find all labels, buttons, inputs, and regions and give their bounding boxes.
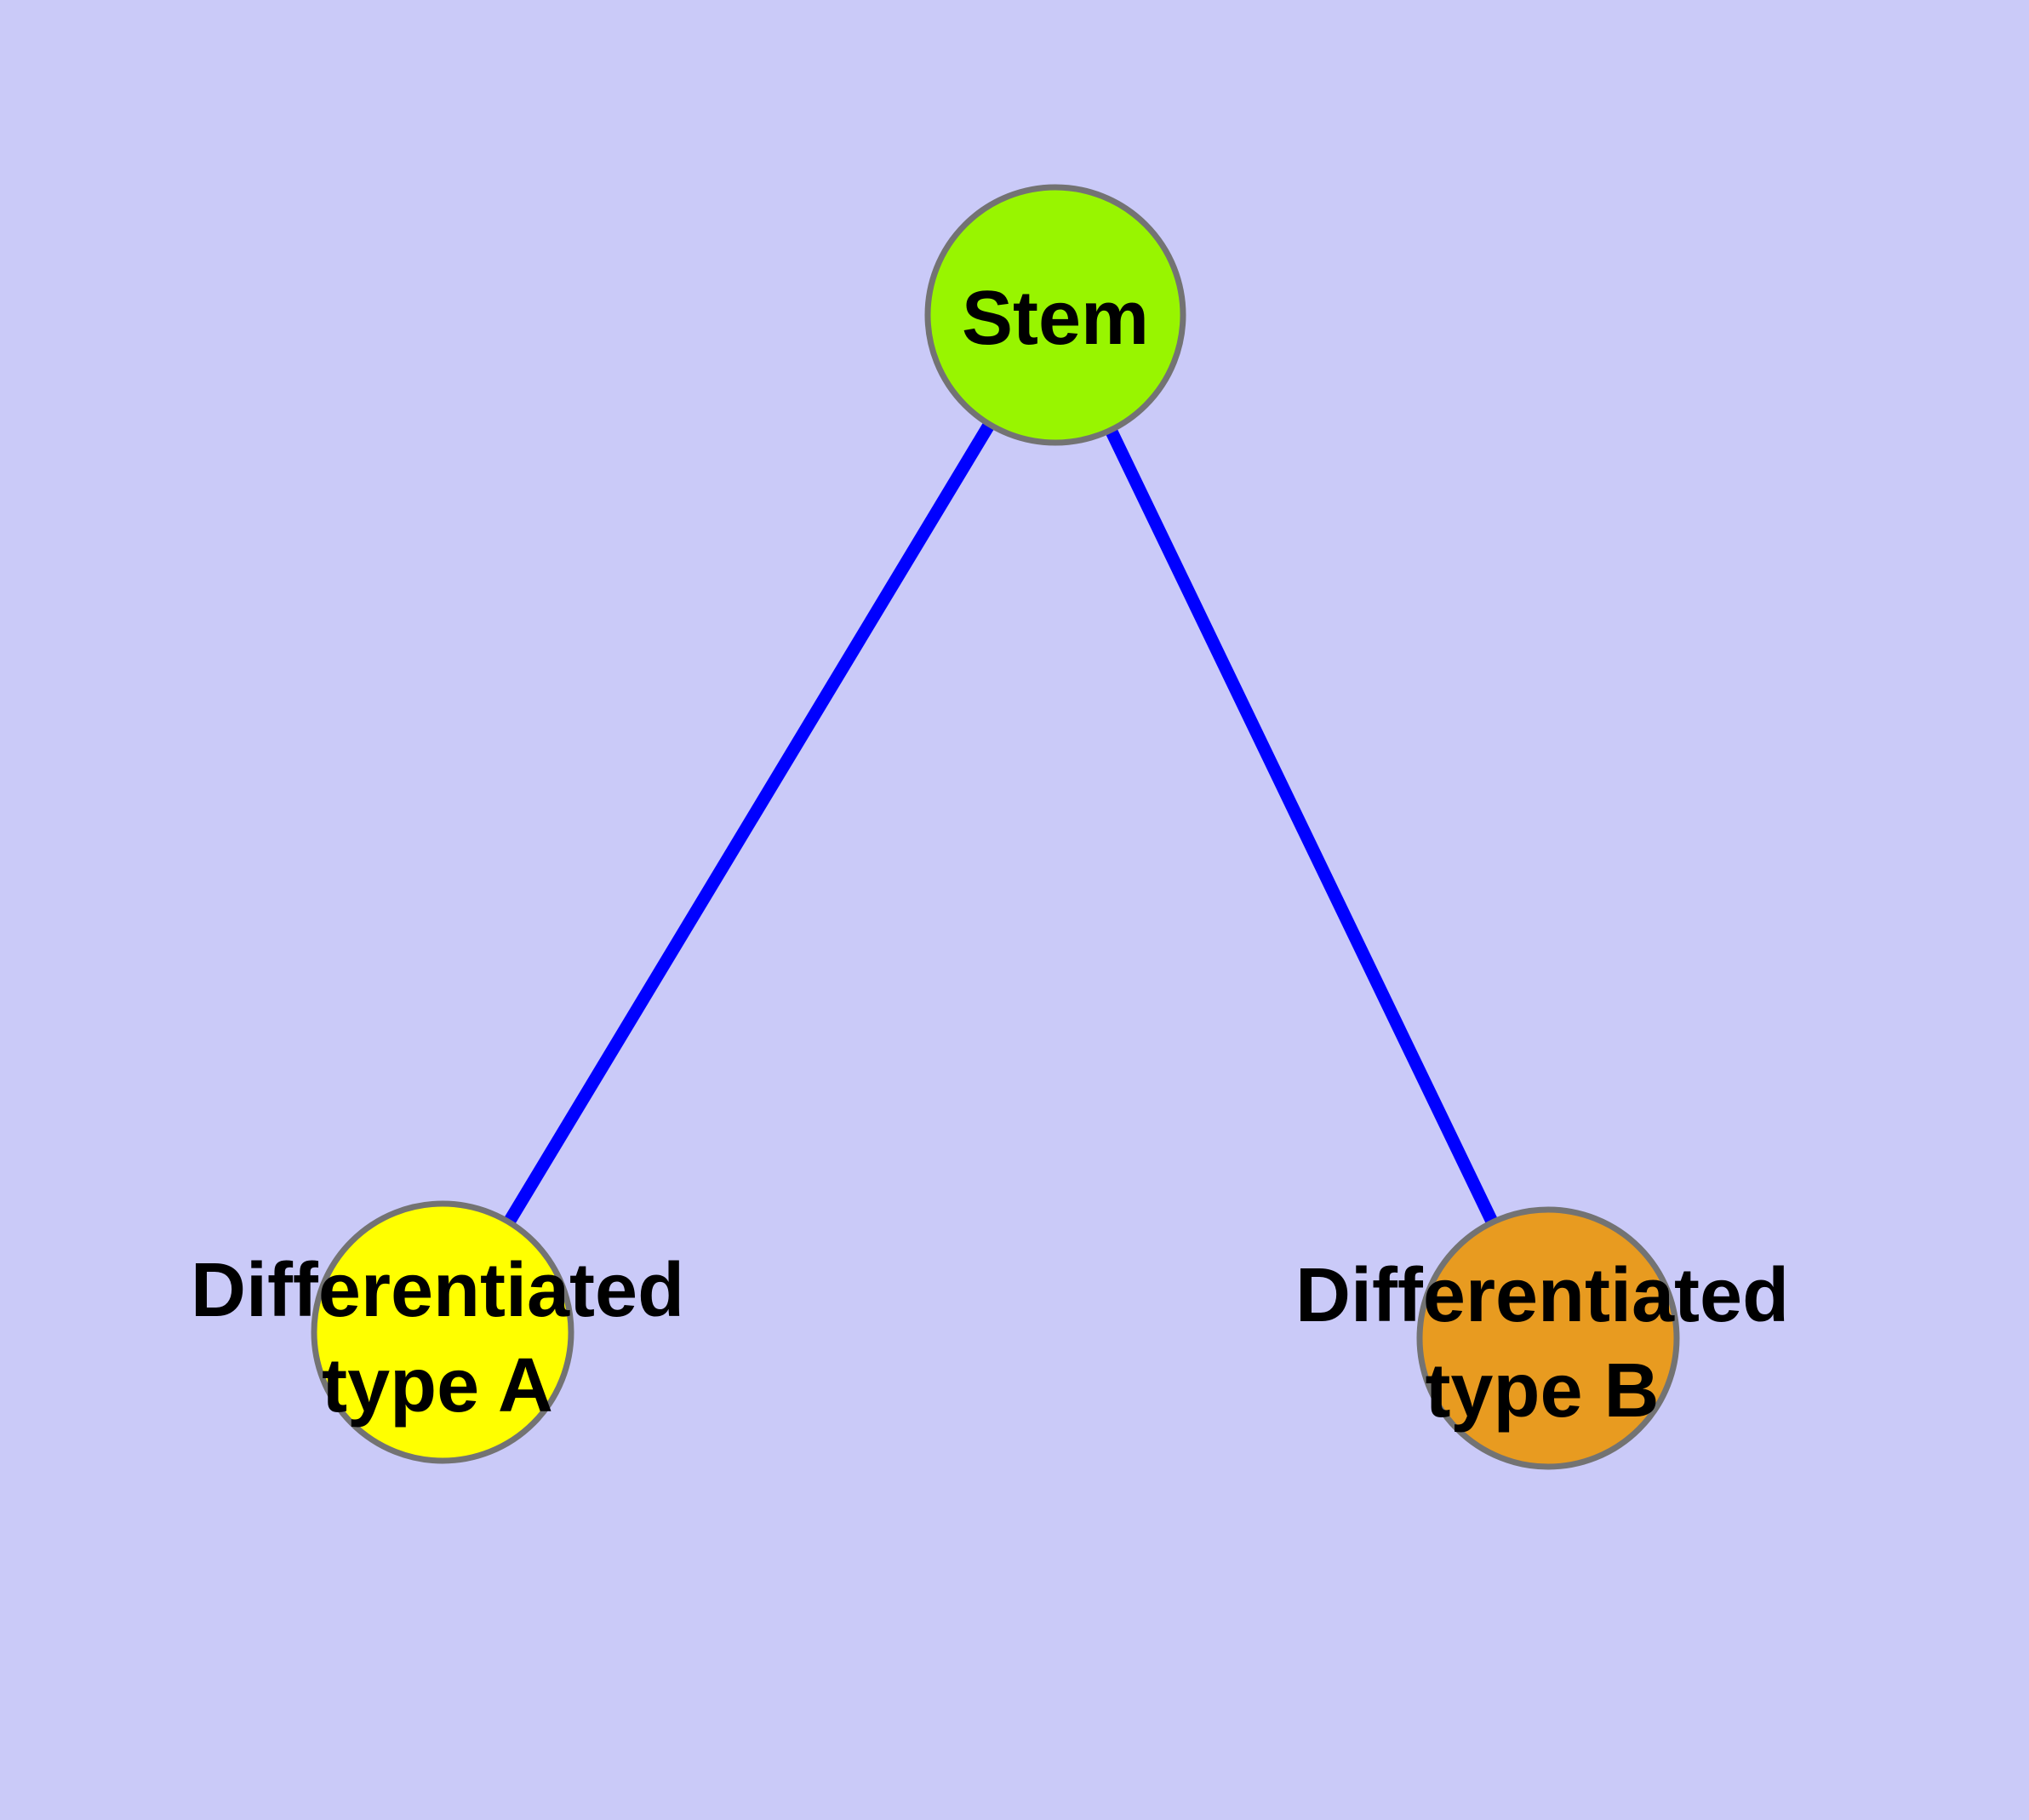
edge-stem-to-type-a: [437, 312, 1061, 1336]
stem-node-circle: [924, 184, 1186, 446]
differentiated-type-b-label-line2: type B: [1425, 1348, 1660, 1434]
differentiated-type-b-label-line1: Differentiated: [1295, 1253, 1790, 1338]
differentiated-type-b-node-label: Differentiated type B: [1295, 1248, 1789, 1439]
differentiated-type-a-label-line1: Differentiated: [190, 1248, 685, 1333]
differentiated-type-a-node-circle: [311, 1200, 574, 1464]
differentiated-type-b-node-circle: [1416, 1206, 1680, 1470]
stem-node-label-line1: Stem: [961, 276, 1150, 361]
differentiated-type-a-label-line2: type A: [322, 1343, 553, 1428]
differentiated-type-a-node-label: Differentiated type A: [191, 1243, 684, 1434]
edge-stem-to-type-b: [1049, 312, 1554, 1342]
stem-node-label: Stem: [962, 271, 1149, 366]
